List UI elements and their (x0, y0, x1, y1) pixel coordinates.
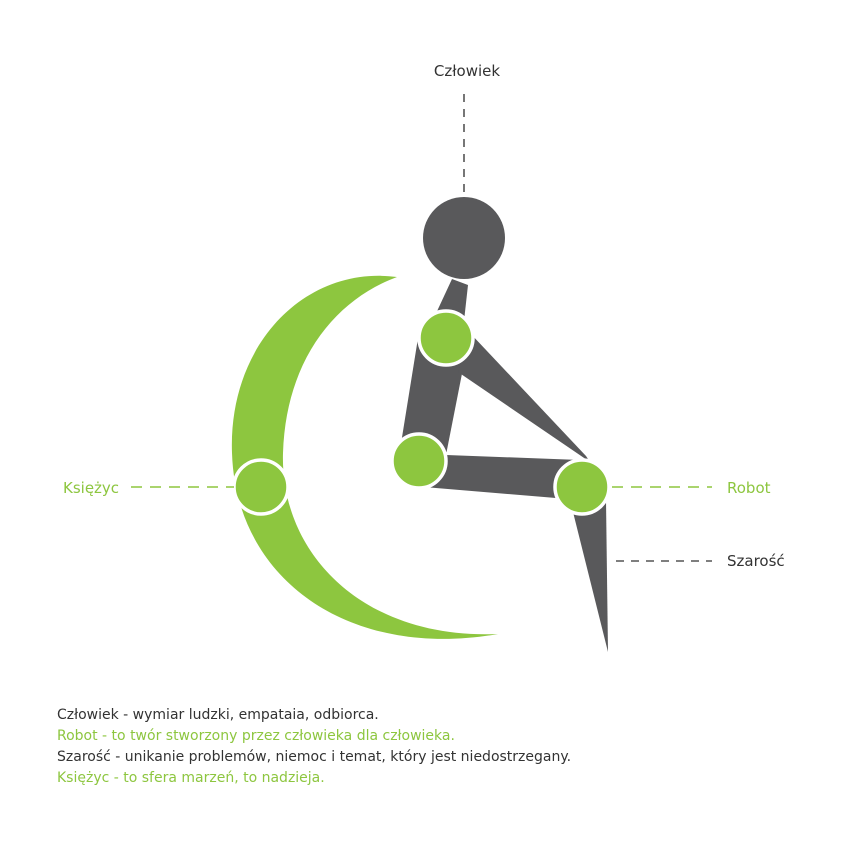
head-circle (423, 197, 505, 279)
torso-limb (399, 338, 469, 460)
knee-joint (553, 458, 611, 516)
czlowiek-label: Człowiek (434, 62, 500, 80)
robot-label: Robot (727, 479, 771, 497)
szarosc-label: Szarość (727, 552, 785, 570)
moon-joint (232, 458, 290, 516)
moon-crescent (231, 275, 498, 639)
legend-line-szarosc: Szarość - unikanie problemów, niemoc i t… (57, 749, 572, 765)
legend-line-ksiezyc: Księżyc - to sfera marzeń, to nadzieja. (57, 770, 325, 786)
shoulder-joint (417, 309, 475, 367)
shin-limb (570, 500, 608, 652)
legend: Człowiek - wymiar ludzki, empataia, odbi… (57, 705, 571, 789)
legend-line-czlowiek: Człowiek - wymiar ludzki, empataia, odbi… (57, 707, 379, 723)
ksiezyc-label: Księżyc (63, 479, 119, 497)
legend-line-robot: Robot - to twór stworzony przez człowiek… (57, 728, 455, 744)
hip-joint (390, 432, 448, 490)
thigh-limb (420, 454, 580, 500)
arm-limb (458, 333, 590, 462)
